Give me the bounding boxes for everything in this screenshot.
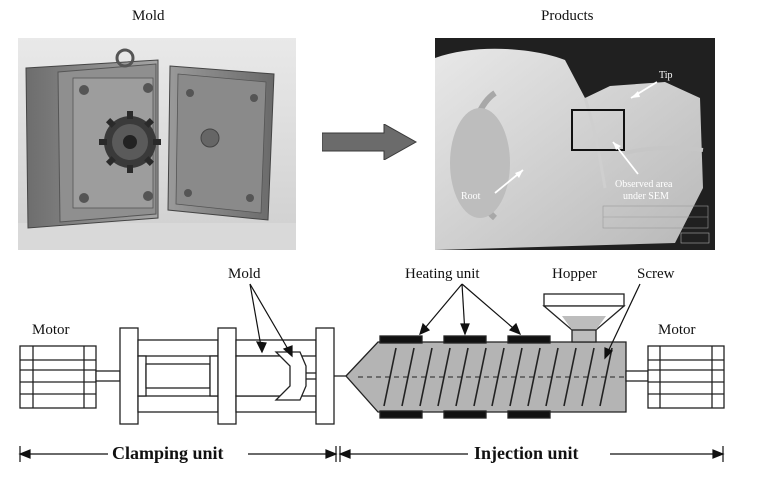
mold-photo: [18, 38, 296, 250]
observed-area-annotation-line2: under SEM: [623, 191, 669, 202]
injection-molding-machine-diagram: [18, 283, 725, 462]
tip-annotation: Tip: [659, 70, 673, 81]
screw-label: Screw: [637, 266, 675, 282]
left-motor-label: Motor: [32, 322, 70, 338]
right-motor: [647, 345, 725, 409]
process-arrow: [322, 124, 418, 160]
clamping-unit-label: Clamping unit: [112, 443, 224, 463]
observed-area-annotation-line1: Observed area: [615, 179, 673, 190]
injection-unit-label: Injection unit: [474, 443, 579, 463]
heating-unit-label: Heating unit: [405, 266, 480, 282]
hopper-label: Hopper: [552, 266, 597, 282]
mold-photo-title: Mold: [132, 8, 165, 24]
mold-halves: [274, 351, 307, 401]
products-photo: Tip Root Observed area under SEM: [435, 38, 715, 250]
products-photo-title: Products: [541, 8, 594, 24]
mold-label: Mold: [228, 266, 261, 282]
heater-band: [379, 335, 423, 344]
right-motor-label: Motor: [658, 322, 696, 338]
root-annotation: Root: [461, 191, 481, 202]
screw: [358, 347, 624, 407]
hopper: [543, 293, 625, 307]
